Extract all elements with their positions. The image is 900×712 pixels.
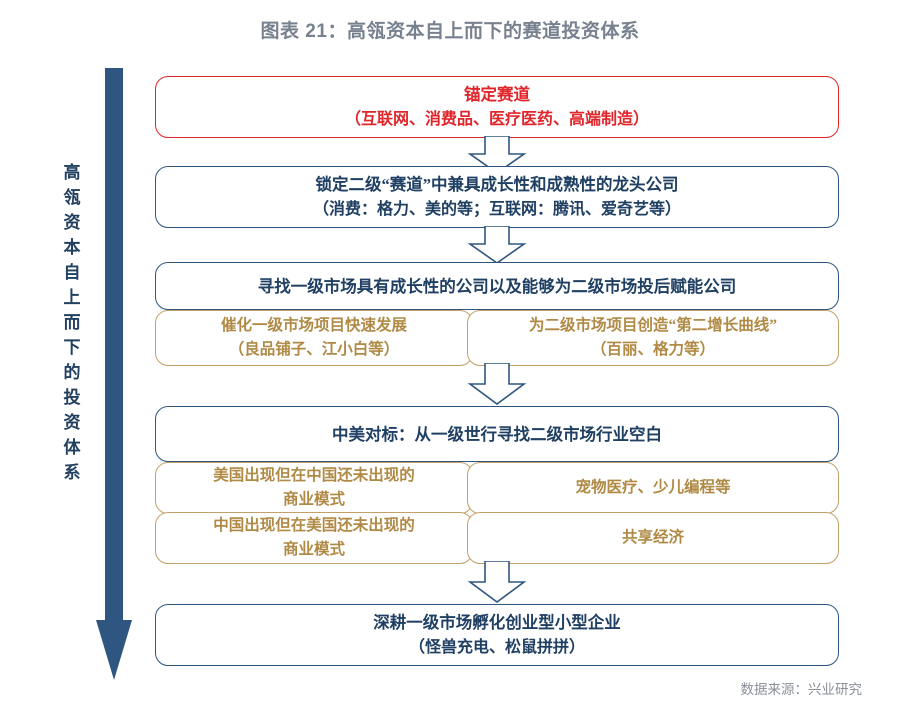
connector-subrow-to-benchmark <box>467 363 527 405</box>
node-catalyze-primary[interactable]: 催化一级市场项目快速发展 （良品铺子、江小白等） <box>155 310 473 366</box>
node-china-not-us-example-line1: 共享经济 <box>621 529 684 546</box>
node-secondary-leaders[interactable]: 锁定二级“赛道”中兼具成长性和成熟性的龙头公司 （消费：格力、美的等；互联网：腾… <box>155 166 839 228</box>
node-china-not-us-line1: 中国出现但在美国还未出现的 <box>213 517 415 534</box>
node-anchor-track-line2: （互联网、消费品、医疗医药、高端制造） <box>344 110 649 128</box>
node-secondary-leaders-line2: （消费：格力、美的等；互联网：腾讯、爱奇艺等） <box>312 200 681 218</box>
node-china-not-us-line2: 商业模式 <box>282 541 345 558</box>
node-us-not-china-line1: 美国出现但在中国还未出现的 <box>213 467 415 484</box>
node-us-not-china[interactable]: 美国出现但在中国还未出现的 商业模式 <box>155 462 473 514</box>
left-axis-label: 高瓴资本自上而下的投资体系 <box>58 160 86 485</box>
node-second-curve-line2: （百丽、格力等） <box>590 341 715 358</box>
node-us-not-china-example[interactable]: 宠物医疗、少儿编程等 <box>467 462 839 514</box>
node-anchor-track-line1: 锚定赛道 <box>464 84 530 104</box>
connector-grid-to-incubate <box>467 561 527 603</box>
node-anchor-track[interactable]: 锚定赛道 （互联网、消费品、医疗医药、高端制造） <box>155 76 839 138</box>
node-secondary-leaders-line1: 锁定二级“赛道”中兼具成长性和成熟性的龙头公司 <box>315 174 679 194</box>
node-catalyze-primary-line2: （良品铺子、江小白等） <box>228 341 400 358</box>
source-note: 数据来源：兴业研究 <box>740 682 863 697</box>
node-incubate-startups-line2: （怪兽充电、松鼠拼拼） <box>408 638 585 656</box>
node-second-curve-line1: 为二级市场项目创造“第二增长曲线” <box>528 317 777 334</box>
node-us-not-china-line2: 商业模式 <box>282 491 345 508</box>
down-arrow-icon <box>96 68 132 680</box>
node-us-not-china-example-line1: 宠物医疗、少儿编程等 <box>575 479 731 496</box>
connector-secondary-to-primary <box>467 226 527 264</box>
node-china-not-us[interactable]: 中国出现但在美国还未出现的 商业模式 <box>155 512 473 564</box>
node-primary-market[interactable]: 寻找一级市场具有成长性的公司以及能够为二级市场投后赋能公司 <box>155 262 839 310</box>
left-axis-label-text: 高瓴资本自上而下的投资体系 <box>63 163 81 482</box>
node-primary-market-line1: 寻找一级市场具有成长性的公司以及能够为二级市场投后赋能公司 <box>257 276 737 296</box>
connector-anchor-to-secondary <box>467 136 527 174</box>
page-title: 图表 21：高瓴资本自上而下的赛道投资体系 <box>260 21 640 42</box>
flow-diagram: 锚定赛道 （互联网、消费品、医疗医药、高端制造） 锁定二级“赛道”中兼具成长性和… <box>155 0 839 712</box>
node-second-curve[interactable]: 为二级市场项目创造“第二增长曲线” （百丽、格力等） <box>467 310 839 366</box>
node-incubate-startups-line1: 深耕一级市场孵化创业型小型企业 <box>373 612 621 632</box>
node-china-us-benchmark[interactable]: 中美对标：从一级世行寻找二级市场行业空白 <box>155 406 839 462</box>
node-china-us-benchmark-line1: 中美对标：从一级世行寻找二级市场行业空白 <box>332 424 662 444</box>
node-catalyze-primary-line1: 催化一级市场项目快速发展 <box>220 317 407 334</box>
node-incubate-startups[interactable]: 深耕一级市场孵化创业型小型企业 （怪兽充电、松鼠拼拼） <box>155 604 839 666</box>
node-china-not-us-example[interactable]: 共享经济 <box>467 512 839 564</box>
